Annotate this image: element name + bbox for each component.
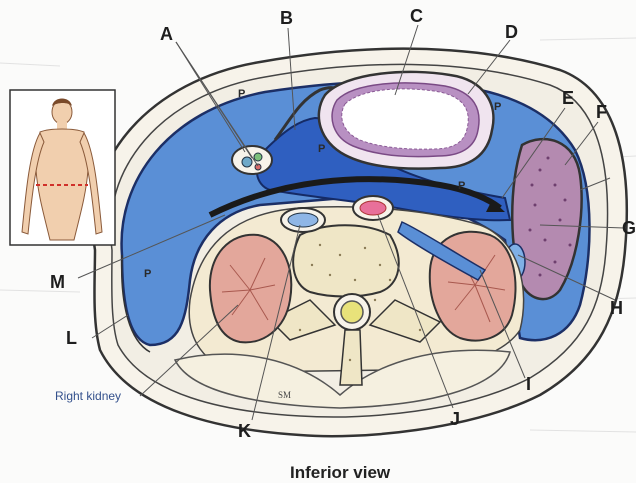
bile-duct <box>254 153 262 161</box>
hepatic-artery <box>255 164 261 170</box>
label-c: C <box>410 6 423 26</box>
label-f: F <box>596 102 607 122</box>
label-k: K <box>238 421 251 441</box>
p-mark-1: P <box>238 88 245 100</box>
label-h: H <box>610 298 623 318</box>
diagram-caption: Inferior view <box>290 463 391 482</box>
label-m: M <box>50 272 65 292</box>
illustrator-initials: SM <box>278 390 291 400</box>
p-mark-2: P <box>318 143 325 155</box>
label-i: I <box>526 374 531 394</box>
spinal-cord <box>341 301 363 323</box>
label-d: D <box>505 22 518 42</box>
p-mark-3: P <box>494 101 501 113</box>
right-kidney-label: Right kidney <box>55 389 121 403</box>
p-mark-5: P <box>144 268 151 280</box>
ivc-lumen <box>288 213 318 227</box>
label-g: G <box>622 218 636 238</box>
label-j: J <box>450 409 460 429</box>
label-l: L <box>66 328 77 348</box>
p-mark-4: P <box>458 180 465 192</box>
vertebral-body <box>293 225 399 296</box>
label-e: E <box>562 88 574 108</box>
stomach-lumen <box>342 89 468 149</box>
label-b: B <box>280 8 293 28</box>
portal-vein <box>242 157 252 167</box>
inset-body-figure <box>10 90 115 245</box>
aorta-lumen <box>360 201 386 215</box>
label-a: A <box>160 24 173 44</box>
